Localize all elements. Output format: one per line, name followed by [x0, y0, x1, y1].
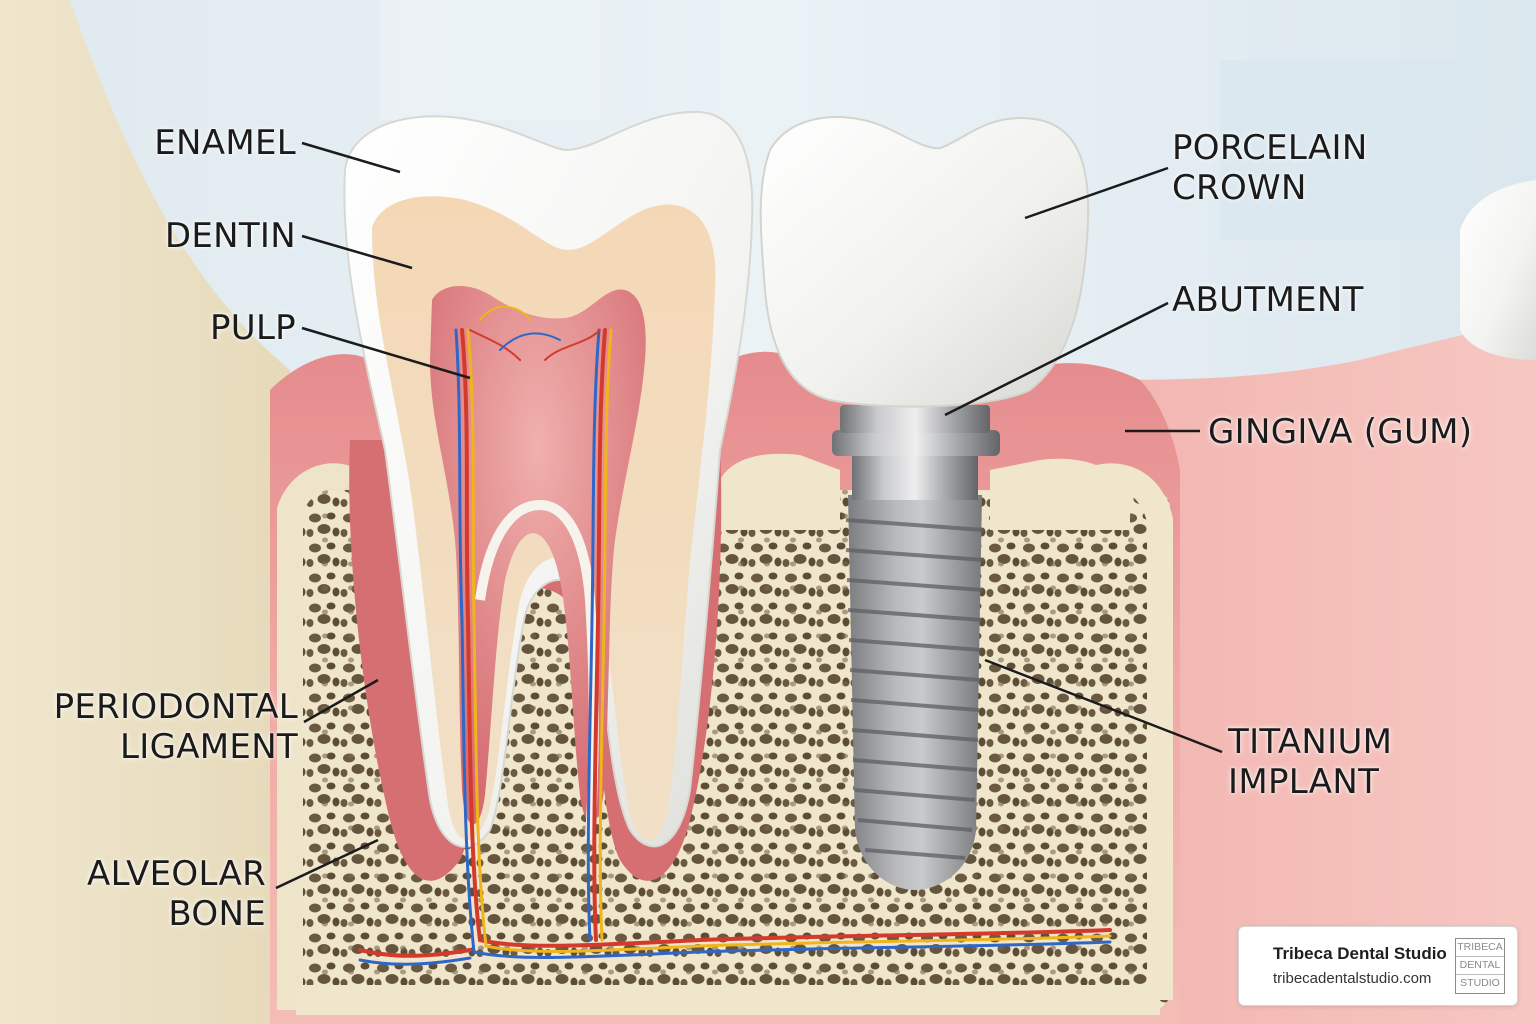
brand-logo-line2: DENTAL: [1456, 957, 1504, 975]
label-porcelain-crown: PORCELAIN CROWN: [1172, 128, 1368, 208]
brand-name: Tribeca Dental Studio: [1273, 944, 1447, 963]
label-enamel: ENAMEL: [154, 123, 296, 163]
label-porcelain-line1: PORCELAIN: [1172, 128, 1368, 168]
vessels-nerves: [358, 305, 1112, 966]
implant-assembly: [759, 116, 1090, 890]
label-abutment: ABUTMENT: [1172, 280, 1364, 320]
label-titanium-line2: IMPLANT: [1228, 762, 1380, 802]
brand-url: tribecadentalstudio.com: [1273, 970, 1432, 987]
label-pulp: PULP: [209, 308, 296, 348]
brand-badge: Tribeca Dental Studio tribecadentalstudi…: [1238, 926, 1518, 1006]
label-titanium-implant: TITANIUM IMPLANT: [1228, 722, 1392, 802]
label-periodontal-line2: LIGAMENT: [120, 727, 298, 767]
label-dentin: DENTIN: [164, 216, 296, 256]
label-gingiva: GINGIVA (GUM): [1208, 412, 1473, 452]
label-periodontal-line1: PERIODONTAL: [53, 687, 298, 727]
label-alveolar-line2: BONE: [168, 894, 266, 934]
leader-lines: [275, 141, 1223, 890]
label-alveolar-line1: ALVEOLAR: [87, 854, 266, 894]
label-porcelain-line2: CROWN: [1172, 168, 1307, 208]
brand-logo-line3: STUDIO: [1460, 977, 1500, 989]
brand-logo-line1: TRIBECA: [1456, 939, 1504, 957]
brand-logo: TRIBECA DENTAL STUDIO: [1455, 938, 1505, 994]
label-alveolar-bone: ALVEOLAR BONE: [60, 854, 266, 934]
label-periodontal-ligament: PERIODONTAL LIGAMENT: [40, 687, 298, 767]
label-titanium-line1: TITANIUM: [1228, 722, 1393, 762]
